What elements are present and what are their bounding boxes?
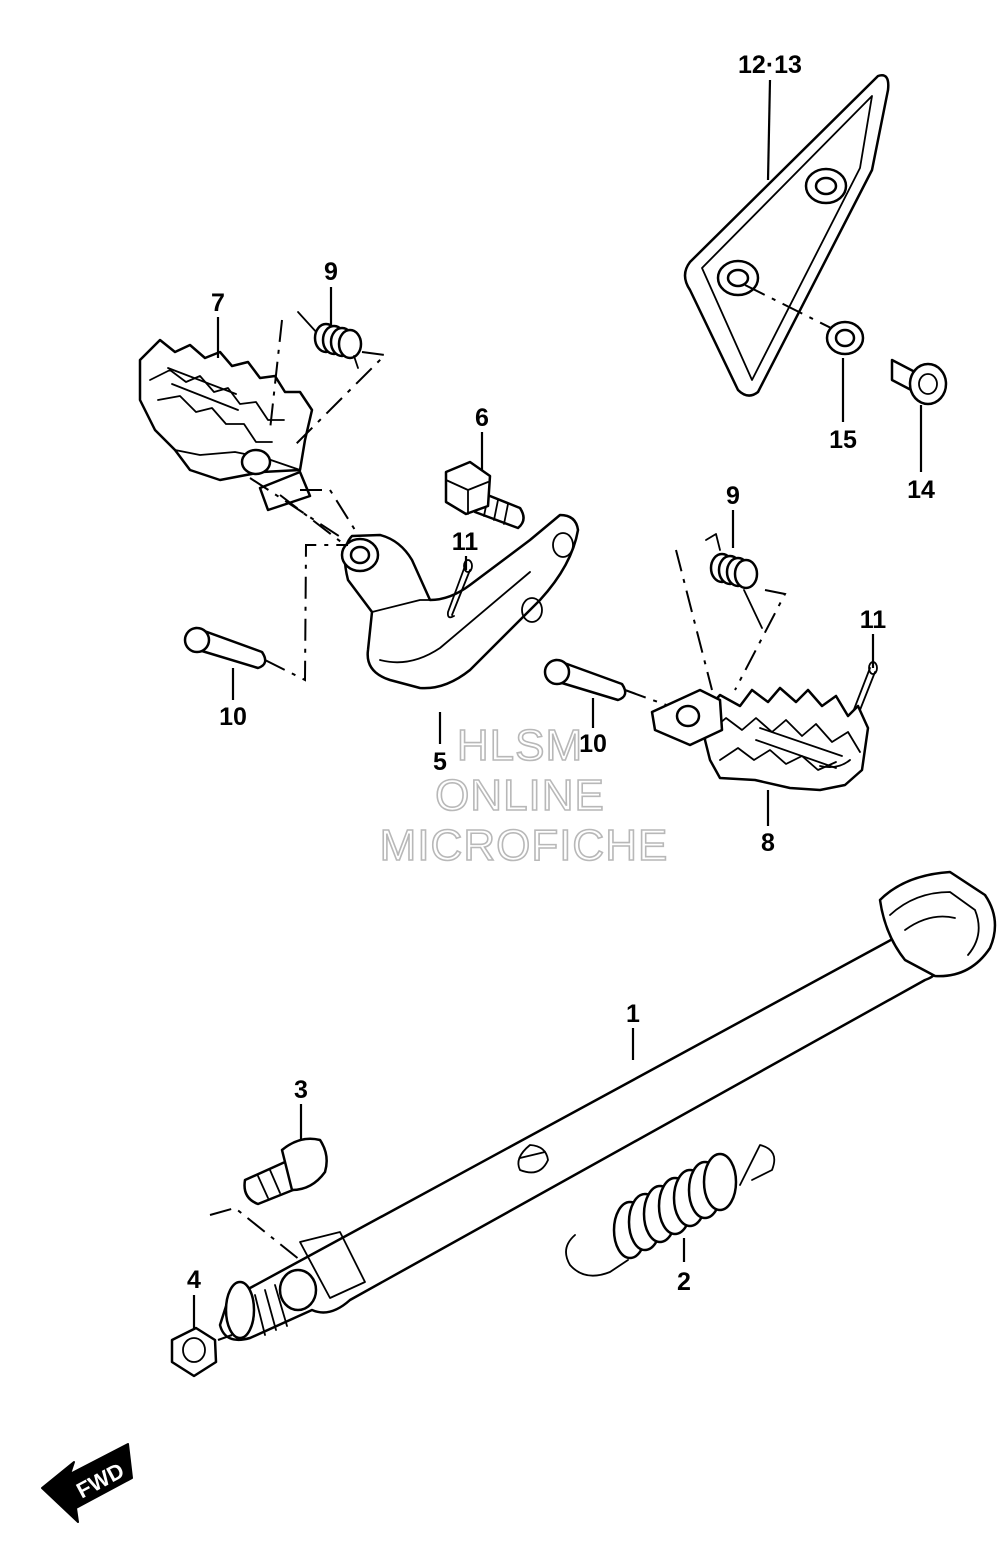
callout-9-right: 9 xyxy=(726,482,740,510)
leader-lines xyxy=(192,79,923,1328)
callout-labels: 1 2 3 4 5 6 7 8 9 9 10 10 11 11 12·13 14… xyxy=(187,51,935,1296)
callout-11-left: 11 xyxy=(452,528,479,556)
callout-10-left: 10 xyxy=(219,703,247,731)
callout-4: 4 xyxy=(187,1266,201,1294)
nut-part-4 xyxy=(170,1326,233,1378)
watermark: HLSM ONLINE MICROFICHE xyxy=(379,720,669,871)
callout-12-13: 12·13 xyxy=(738,51,802,79)
callout-8: 8 xyxy=(761,829,775,857)
bolt-part-6 xyxy=(444,460,525,530)
callout-6: 6 xyxy=(475,404,489,432)
callout-14: 14 xyxy=(907,476,935,504)
spring-part-9-right xyxy=(675,533,787,691)
guard-plate-part-12-13 xyxy=(683,74,890,397)
spring-part-2 xyxy=(565,1144,776,1277)
callout-7: 7 xyxy=(211,289,225,317)
callout-5: 5 xyxy=(433,748,447,776)
watermark-line-3: MICROFICHE xyxy=(380,821,669,870)
side-stand-part-1 xyxy=(218,870,997,1342)
callout-15: 15 xyxy=(829,426,857,454)
callout-1: 1 xyxy=(626,1000,640,1028)
pin-part-10-left xyxy=(183,544,348,682)
collar-part-15 xyxy=(744,284,865,356)
callout-9-left: 9 xyxy=(324,258,338,286)
footrest-bracket-part-5 xyxy=(340,513,580,690)
footrest-part-8 xyxy=(650,686,870,792)
watermark-line-2: ONLINE xyxy=(435,771,605,820)
fwd-arrow-icon: FWD xyxy=(41,1443,133,1523)
callout-11-right: 11 xyxy=(860,606,887,634)
callout-3: 3 xyxy=(294,1076,308,1104)
cotter-pin-part-11-left xyxy=(446,559,473,619)
bolt-part-14 xyxy=(890,358,948,406)
spring-part-9-left xyxy=(269,311,388,449)
bolt-part-3 xyxy=(209,1137,328,1261)
watermark-line-1: HLSM xyxy=(457,721,583,770)
callout-2: 2 xyxy=(677,1268,691,1296)
callout-10-right: 10 xyxy=(579,730,607,758)
footrest-part-7 xyxy=(138,338,356,546)
pin-part-10-right xyxy=(543,658,681,711)
